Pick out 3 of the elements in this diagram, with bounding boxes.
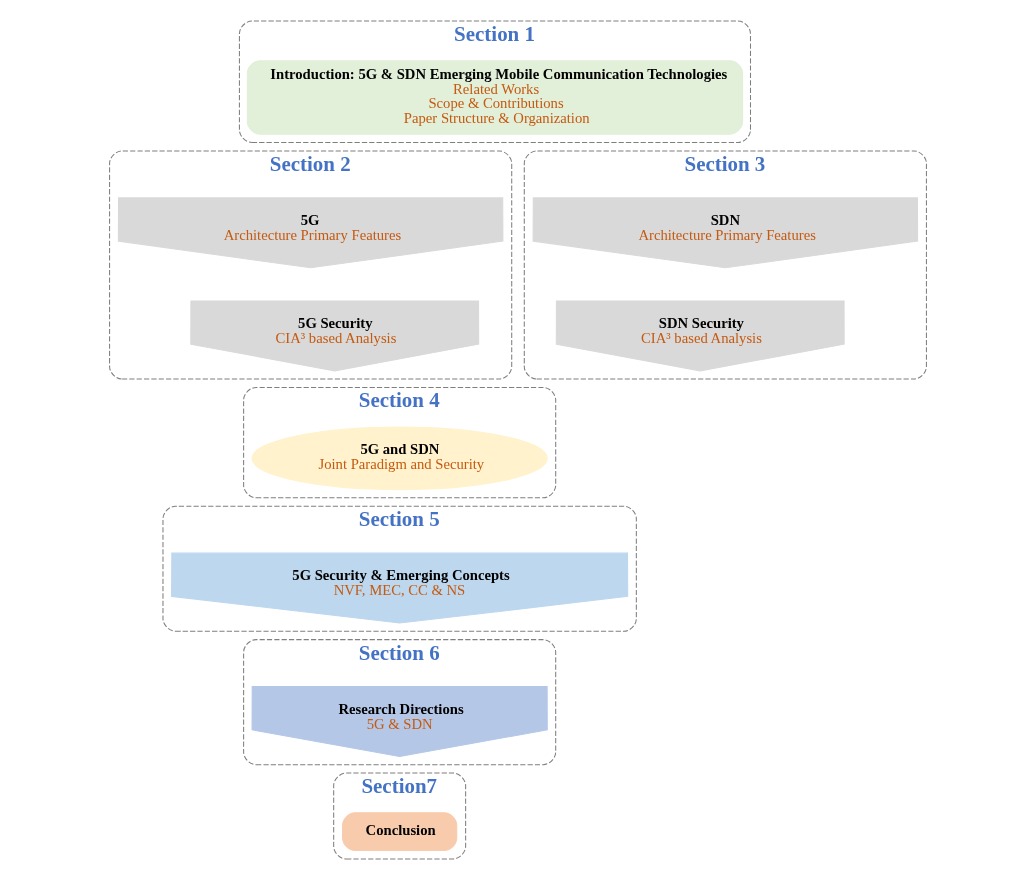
node-box: Conclusion (342, 812, 458, 852)
node-ellipse: 5G and SDN Joint Paradigm and Security (251, 426, 548, 491)
node-box: Introduction: 5G & SDN Emerging Mobile Communication Technologies Related Works Scope & Contributions Paper Structure & Organization (246, 60, 744, 135)
